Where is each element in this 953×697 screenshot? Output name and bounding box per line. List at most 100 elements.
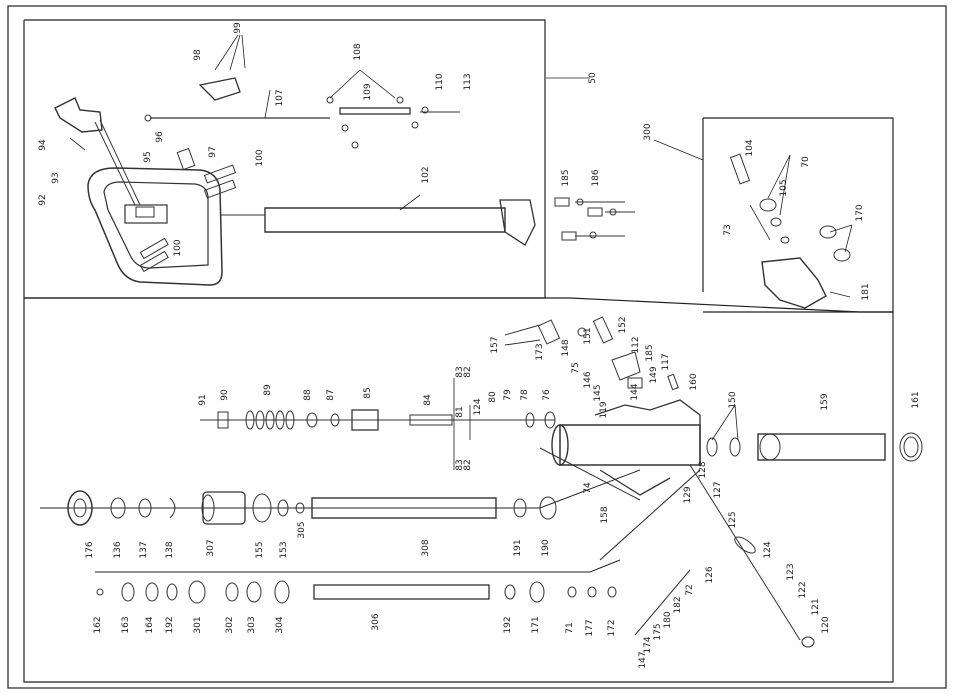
part-label-94: 94 xyxy=(38,139,48,151)
valve-fittings xyxy=(554,197,635,241)
part-label-120: 120 xyxy=(821,616,831,633)
part-label-302: 302 xyxy=(225,616,235,633)
part-label-303: 303 xyxy=(247,616,257,633)
part-label-158: 158 xyxy=(600,506,610,523)
part-label-144: 144 xyxy=(630,383,640,400)
part-label-176: 176 xyxy=(85,541,95,558)
part-label-181: 181 xyxy=(861,283,871,300)
part-label-112: 112 xyxy=(631,336,641,353)
part-label-90: 90 xyxy=(220,389,230,401)
part-label-87: 87 xyxy=(326,389,336,400)
part-label-173: 173 xyxy=(535,343,545,360)
part-label-122: 122 xyxy=(798,581,808,598)
part-label-164: 164 xyxy=(145,616,155,633)
part-label-125: 125 xyxy=(728,511,738,528)
ram-row xyxy=(40,469,641,526)
part-label-175: 175 xyxy=(653,623,663,640)
wheel-assembly xyxy=(729,153,851,309)
part-label-124: 124 xyxy=(763,541,773,558)
part-label-185: 185 xyxy=(561,169,571,186)
part-label-117: 117 xyxy=(661,353,671,370)
pump-body xyxy=(539,399,701,501)
part-label-71: 71 xyxy=(565,622,575,633)
part-label-177: 177 xyxy=(585,619,595,636)
part-label-121: 121 xyxy=(811,598,821,615)
part-label-127: 127 xyxy=(713,481,723,498)
part-label-172: 172 xyxy=(607,619,617,636)
leader-lines xyxy=(214,34,853,470)
part-label-100: 100 xyxy=(173,239,183,256)
part-label-82: 82 xyxy=(463,459,473,470)
part-label-145: 145 xyxy=(593,384,603,401)
part-label-147: 147 xyxy=(638,651,648,668)
part-label-105: 105 xyxy=(779,179,789,196)
part-label-76: 76 xyxy=(542,389,552,401)
upper-valve-parts xyxy=(504,316,679,391)
part-label-192: 192 xyxy=(503,616,513,633)
part-label-129: 129 xyxy=(683,486,693,503)
piston-rod-row xyxy=(200,409,556,431)
part-label-82: 82 xyxy=(463,366,473,377)
part-label-99: 99 xyxy=(233,22,243,34)
part-label-186: 186 xyxy=(591,169,601,186)
part-label-92: 92 xyxy=(38,194,48,205)
wheel-panel xyxy=(702,117,894,313)
linkage-parts xyxy=(326,96,460,149)
part-label-88: 88 xyxy=(303,389,313,401)
part-label-150: 150 xyxy=(728,391,738,408)
part-label-110: 110 xyxy=(435,73,445,90)
part-label-107: 107 xyxy=(275,89,285,106)
part-label-73: 73 xyxy=(723,224,733,235)
part-label-95: 95 xyxy=(143,151,153,162)
part-label-85: 85 xyxy=(363,387,373,398)
part-label-300: 300 xyxy=(643,123,653,140)
part-label-138: 138 xyxy=(165,541,175,558)
part-label-157: 157 xyxy=(490,336,500,353)
part-label-306: 306 xyxy=(371,613,381,630)
part-label-136: 136 xyxy=(113,541,123,558)
part-label-190: 190 xyxy=(541,539,551,556)
part-label-109: 109 xyxy=(363,83,373,100)
part-label-307: 307 xyxy=(206,539,216,556)
part-label-192: 192 xyxy=(165,616,175,633)
handle-body xyxy=(54,77,330,286)
part-label-191: 191 xyxy=(513,539,523,556)
part-label-170: 170 xyxy=(855,204,865,221)
part-label-119: 119 xyxy=(599,401,609,418)
part-label-113: 113 xyxy=(463,73,473,90)
part-label-159: 159 xyxy=(820,393,830,410)
part-label-160: 160 xyxy=(689,373,699,390)
part-label-301: 301 xyxy=(193,616,203,633)
part-label-91: 91 xyxy=(198,394,208,405)
part-label-50: 50 xyxy=(588,72,598,84)
part-label-174: 174 xyxy=(643,636,653,653)
release-valve-train xyxy=(599,464,815,648)
part-label-185: 185 xyxy=(645,344,655,361)
part-label-146: 146 xyxy=(583,371,593,388)
part-label-161: 161 xyxy=(911,391,921,408)
part-label-124: 124 xyxy=(473,398,483,415)
handle-tube xyxy=(220,199,536,246)
part-label-153: 153 xyxy=(279,541,289,558)
part-label-104: 104 xyxy=(745,139,755,156)
part-label-162: 162 xyxy=(93,616,103,633)
part-label-108: 108 xyxy=(353,43,363,60)
part-label-148: 148 xyxy=(561,339,571,356)
part-label-83: 83 xyxy=(455,459,465,470)
part-label-128: 128 xyxy=(698,461,708,478)
part-label-79: 79 xyxy=(503,389,513,401)
tie-rod-row xyxy=(95,559,621,604)
part-label-84: 84 xyxy=(423,394,433,406)
part-label-78: 78 xyxy=(520,389,530,401)
outer-border xyxy=(7,5,947,689)
part-label-74: 74 xyxy=(583,482,593,494)
part-label-70: 70 xyxy=(801,156,811,168)
part-label-93: 93 xyxy=(51,172,61,183)
part-label-80: 80 xyxy=(488,391,498,403)
part-label-126: 126 xyxy=(705,566,715,583)
part-label-149: 149 xyxy=(649,366,659,383)
part-label-304: 304 xyxy=(275,616,285,633)
part-label-97: 97 xyxy=(208,146,218,157)
